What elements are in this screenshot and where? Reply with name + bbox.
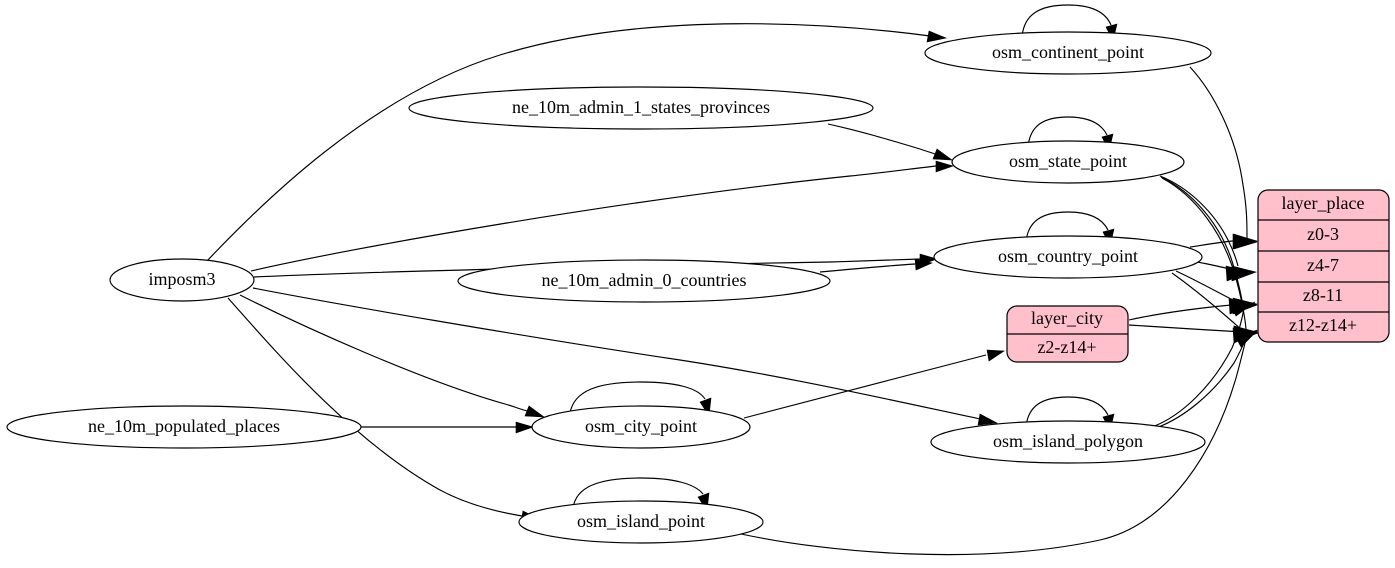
node-label-osm_island_polygon: osm_island_polygon	[993, 431, 1143, 451]
edge-osm_state_point-to-layer_place-z4-7	[1159, 175, 1239, 267]
node-ne_10m_populated_places[interactable]: ne_10m_populated_places	[6, 405, 362, 449]
edge-imposm3-to-osm_island_point	[227, 297, 523, 517]
node-label-osm_city_point: osm_city_point	[585, 416, 697, 436]
node-ne_10m_admin_0_countries[interactable]: ne_10m_admin_0_countries	[457, 259, 831, 303]
layer_place-row-z8-11[interactable]: z8-11	[1303, 285, 1343, 305]
layer_place-row-z0-3[interactable]: z0-3	[1307, 224, 1339, 244]
selfloop-osm_state_point	[1027, 116, 1108, 148]
node-osm_island_point[interactable]: osm_island_point	[518, 500, 764, 544]
node-label-osm_island_point: osm_island_point	[577, 511, 705, 531]
node-label-imposm3: imposm3	[148, 269, 215, 289]
node-osm_state_point[interactable]: osm_state_point	[951, 140, 1185, 184]
edge-ne_admin0-to-osm_country_point	[819, 263, 916, 273]
selfloop-osm_country_point	[1025, 211, 1109, 243]
node-osm_continent_point[interactable]: osm_continent_point	[924, 31, 1212, 75]
edge-imposm3-to-osm_state_point	[250, 165, 937, 272]
node-imposm3[interactable]: imposm3	[109, 258, 255, 302]
layer_place-title: layer_place	[1282, 193, 1365, 213]
arrowhead-island_polygon-z8-11	[1232, 301, 1256, 317]
node-label-osm_country_point: osm_country_point	[998, 246, 1138, 266]
layer-node-layer_city[interactable]: layer_city z2-z14+	[1006, 305, 1129, 363]
selfloop-osm_island_point	[572, 477, 704, 509]
edge-osm_island_point-to-layer_place-z12-z14	[740, 338, 1247, 556]
edge-layer_city-to-layer_place-z8-11	[1128, 303, 1244, 321]
edge-imposm3-to-osm_island_polygon	[252, 287, 981, 420]
edge-osm_island_polygon-to-layer_place-z12-z14	[1155, 336, 1247, 429]
selfloop-osm_city_point	[569, 381, 706, 414]
edge-osm_country_point-to-layer_place-z12-z14	[1171, 272, 1244, 332]
edge-imposm3-to-osm_continent_point	[206, 23, 931, 262]
layer_city-title: layer_city	[1031, 308, 1103, 328]
arrowhead-island_point-z12-z14	[1235, 330, 1259, 348]
node-label-ne_10m_populated_places: ne_10m_populated_places	[88, 416, 280, 436]
node-ne_10m_admin_1_states_provinces[interactable]: ne_10m_admin_1_states_provinces	[408, 86, 874, 130]
edge-osm_island_polygon-to-layer_place-z8-11	[1151, 307, 1245, 428]
layer_place-row-z4-7[interactable]: z4-7	[1307, 255, 1339, 275]
arrowhead-ne_admin0-osm_country_point	[914, 258, 933, 271]
edge-layer	[206, 4, 1259, 556]
edge-imposm3-to-osm_city_point	[239, 294, 528, 412]
edge-osm_city_point-to-layer_city	[743, 354, 987, 419]
arrowhead-city-layer_city	[986, 349, 1005, 362]
layer_place-row-z12-z14[interactable]: z12-z14+	[1289, 315, 1357, 335]
arrowhead-imposm3-osm_island_polygon	[977, 413, 999, 426]
edge-osm_state_point-to-layer_place-z12-z14	[1161, 177, 1247, 330]
arrowhead-imposm3-osm_state_point	[935, 160, 954, 173]
arrowhead-ne_populated-osm_city_point	[515, 421, 534, 434]
node-osm_city_point[interactable]: osm_city_point	[531, 405, 751, 449]
node-label-osm_continent_point: osm_continent_point	[992, 42, 1144, 62]
arrowhead-ne_admin1-osm_state_point	[932, 148, 953, 161]
node-osm_country_point[interactable]: osm_country_point	[933, 235, 1203, 279]
selfloop-osm_island_polygon	[1025, 396, 1109, 428]
node-osm_island_polygon[interactable]: osm_island_polygon	[930, 420, 1206, 464]
arrowhead-imposm3-osm_city_point	[524, 405, 545, 418]
node-layer: imposm3 ne_10m_populated_places ne_10m_a…	[6, 31, 1212, 544]
arrowhead-country-z0-3	[1232, 233, 1259, 250]
edge-osm_state_point-to-layer_place-z8-11	[1160, 176, 1243, 301]
arrowhead-imposm3-osm_continent_point	[926, 30, 948, 43]
edge-layer_city-to-layer_place-z12-z14	[1128, 324, 1244, 333]
node-label-ne_10m_admin_1_states_provinces: ne_10m_admin_1_states_provinces	[512, 97, 770, 117]
layer-node-layer_place[interactable]: layer_place z0-3 z4-7 z8-11 z12-z14+	[1257, 189, 1390, 343]
layer_city-row-z2-z14[interactable]: z2-z14+	[1037, 337, 1096, 357]
selfloop-osm_continent_point	[1021, 4, 1112, 38]
edge-ne_admin1-to-osm_state_point	[827, 123, 936, 155]
edge-osm_continent_point-to-layer_place-z0-3	[1189, 66, 1248, 239]
arrowhead-country-z4-7	[1231, 265, 1258, 282]
node-label-osm_state_point: osm_state_point	[1009, 151, 1127, 171]
node-label-ne_10m_admin_0_countries: ne_10m_admin_0_countries	[542, 270, 747, 290]
